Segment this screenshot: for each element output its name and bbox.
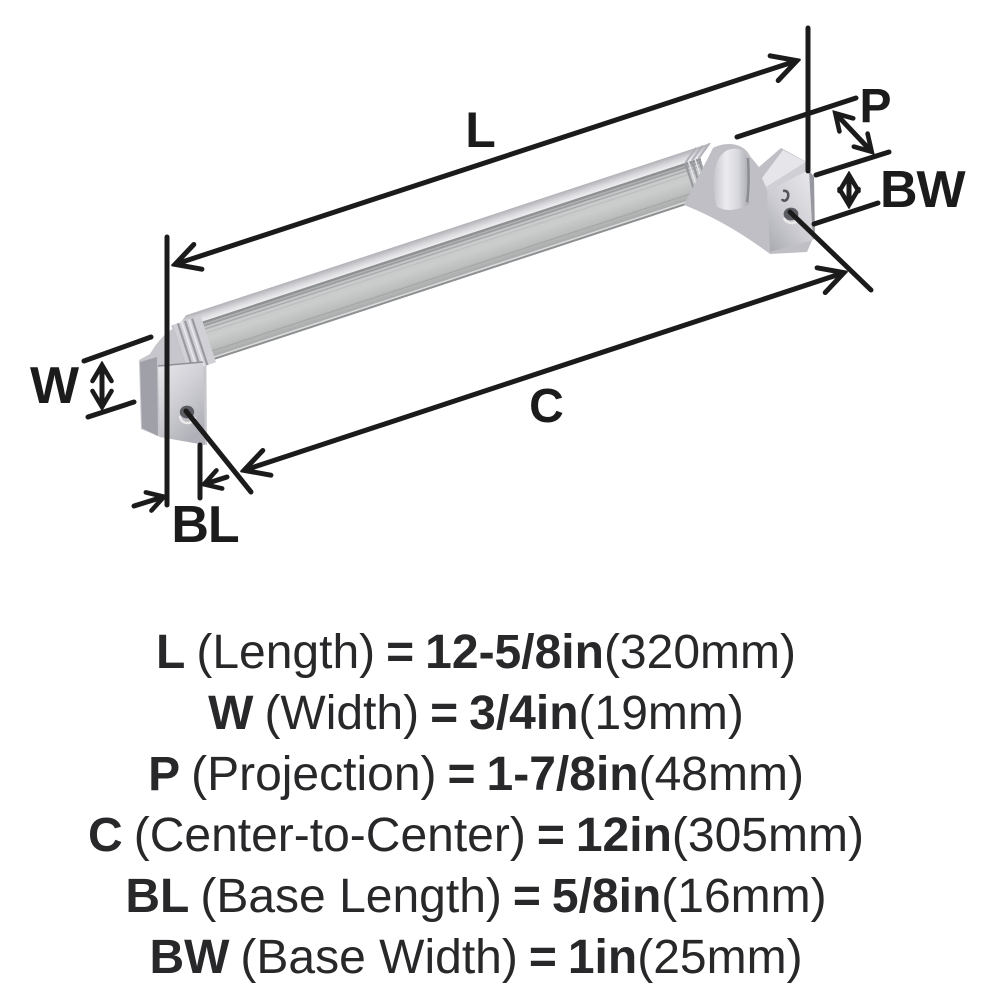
- right-foot: [684, 144, 815, 254]
- spec-length: L(Length)=12-5/8in(320mm): [0, 622, 952, 683]
- spec-base-length: BL(Base Length)=5/8in(16mm): [0, 866, 952, 927]
- spec-name: (Length): [196, 626, 376, 679]
- spec-imperial: 1-7/8in: [486, 748, 639, 801]
- bl-left-arrow: [131, 497, 163, 506]
- spec-equals: =: [430, 687, 459, 740]
- spec-metric: (48mm): [638, 748, 804, 801]
- spec-symbol: P: [148, 748, 181, 801]
- spec-symbol: C: [88, 809, 123, 862]
- bw-lower-reference: [811, 200, 881, 227]
- spec-metric: (305mm): [671, 809, 864, 862]
- spec-metric: (320mm): [603, 626, 796, 679]
- spec-equals: =: [447, 748, 476, 801]
- dimension-diagram: L P BW W C BL: [30, 25, 968, 554]
- spec-base-width: BW(Base Width)=1in(25mm): [0, 927, 952, 988]
- c-extension-left: [183, 408, 254, 495]
- spec-symbol: BW: [149, 931, 230, 984]
- spec-name: (Base Length): [200, 870, 502, 923]
- label-length: L: [465, 102, 495, 158]
- spec-equals: =: [386, 626, 415, 679]
- spec-imperial: 5/8in: [551, 870, 662, 923]
- spec-metric: (19mm): [578, 687, 744, 740]
- label-projection: P: [859, 80, 890, 133]
- spec-name: (Width): [264, 687, 420, 740]
- spec-equals: =: [512, 870, 541, 923]
- spec-name: (Base Width): [240, 931, 518, 984]
- w-upper-reference: [81, 334, 154, 364]
- label-width: W: [30, 357, 80, 415]
- c-dimension-line: [245, 273, 843, 470]
- c-extension-right: [787, 209, 874, 293]
- dimension-labels: L P BW W C BL: [30, 80, 968, 554]
- label-base-length: BL: [171, 496, 239, 554]
- label-base-width: BW: [880, 161, 967, 219]
- bl-right-arrow: [205, 477, 230, 484]
- spec-imperial: 1in: [567, 931, 638, 984]
- cabinet-pull-illustration: [139, 142, 815, 445]
- spec-imperial: 12in: [575, 809, 672, 862]
- spec-symbol: W: [208, 687, 254, 740]
- spec-equals: =: [536, 809, 565, 862]
- left-foot: [140, 357, 205, 445]
- p-dimension-arrow: [836, 114, 871, 151]
- dimension-lines: [81, 25, 892, 506]
- spec-center-to-center: C(Center-to-Center)=12in(305mm): [0, 805, 952, 866]
- w-lower-reference: [85, 399, 137, 420]
- spec-imperial: 3/4in: [469, 687, 579, 740]
- spec-width: W(Width)=3/4in(19mm): [0, 683, 952, 744]
- dimension-spec-list: L(Length)=12-5/8in(320mm) W(Width)=3/4in…: [0, 622, 952, 988]
- spec-metric: (25mm): [637, 931, 803, 984]
- cabinet-pull-diagram-svg: L P BW W C BL: [30, 25, 968, 554]
- left-end-grooves: [171, 315, 216, 372]
- spec-name: (Projection): [191, 748, 437, 801]
- l-dimension-line: [176, 61, 796, 264]
- label-center: C: [529, 380, 563, 433]
- spec-metric: (16mm): [661, 870, 827, 923]
- spec-imperial: 12-5/8in: [425, 626, 604, 679]
- spec-projection: P(Projection)=1-7/8in(48mm): [0, 744, 952, 805]
- p-bw-mid-reference: [813, 149, 892, 178]
- spec-symbol: L: [156, 626, 186, 679]
- spec-name: (Center-to-Center): [133, 809, 526, 862]
- spec-equals: =: [528, 931, 557, 984]
- spec-symbol: BL: [125, 870, 190, 923]
